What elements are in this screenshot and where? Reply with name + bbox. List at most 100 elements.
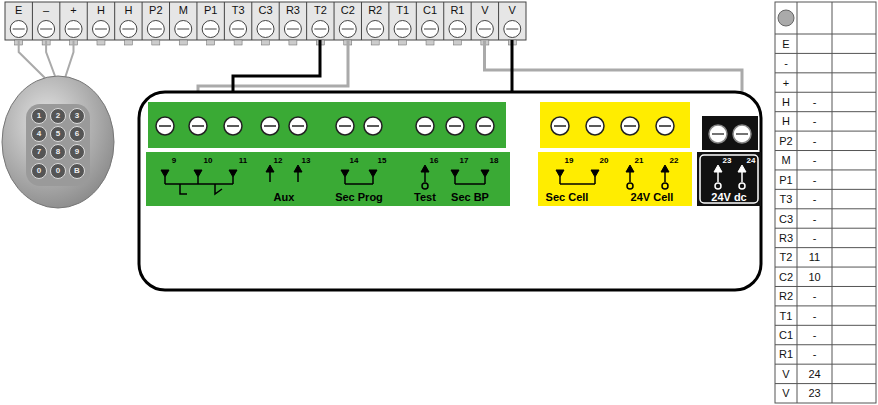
output-stem	[717, 172, 719, 182]
input-stem	[344, 177, 346, 184]
input-stem	[454, 177, 456, 184]
terminal-name: +	[70, 5, 76, 16]
cell-divider	[416, 2, 417, 40]
terminal-number: 17	[460, 157, 469, 165]
board-screw	[586, 117, 604, 135]
screw-slot	[479, 125, 491, 127]
table-cell: R1	[779, 349, 793, 360]
connection-table	[775, 2, 876, 403]
supply-dot	[662, 183, 668, 189]
terminal-number: 10	[204, 157, 213, 165]
function-label: Sec BP	[451, 192, 489, 203]
board-screw	[289, 117, 307, 135]
table-cell: C2	[779, 271, 793, 282]
output-arrow	[626, 165, 634, 172]
terminal-name: C3	[258, 5, 272, 16]
supply-dot	[739, 183, 745, 189]
output-stem	[269, 172, 271, 182]
terminal-screw	[230, 21, 247, 38]
terminal-name: R3	[286, 5, 300, 16]
table-cell: M	[781, 155, 790, 166]
terminal-name: E	[15, 5, 22, 16]
screw-slot	[177, 29, 189, 30]
table-row-line	[775, 247, 876, 248]
key-label: 5	[56, 130, 60, 138]
screw-slot	[287, 29, 299, 30]
board-screw	[364, 117, 382, 135]
table-row-line	[775, 208, 876, 209]
output-stem	[424, 172, 426, 182]
table-row-line	[775, 344, 876, 345]
terminal-strip	[5, 2, 526, 45]
table-cell: 10	[808, 271, 820, 282]
function-label: Sec Prog	[335, 192, 383, 203]
screw-slot	[397, 29, 409, 30]
screw-slot	[554, 125, 566, 127]
table-cell: V	[782, 368, 789, 379]
table-row-line	[775, 189, 876, 190]
terminal-tab	[207, 40, 215, 45]
yellow-label-panel	[538, 152, 692, 206]
terminal-tab	[124, 40, 132, 45]
screw-slot	[122, 29, 134, 30]
table-cell: P2	[779, 135, 792, 146]
table-cell: -	[813, 330, 817, 341]
terminal-tab	[97, 40, 105, 45]
cell-divider	[169, 2, 170, 40]
black-label-panel	[697, 152, 761, 206]
terminal-number: 14	[350, 157, 359, 165]
function-label: Test	[414, 192, 436, 203]
terminal-name: R1	[450, 5, 464, 16]
board-screw	[621, 117, 639, 135]
screw-slot	[367, 125, 379, 127]
table-cell: -	[784, 58, 788, 69]
screw-slot	[95, 29, 107, 30]
terminal-screw	[92, 21, 109, 38]
key-label: 4	[37, 130, 41, 138]
input-arrow	[369, 170, 377, 177]
cell-divider	[306, 2, 307, 40]
key-button	[32, 145, 47, 160]
terminal-name: P1	[204, 5, 217, 16]
green-label-panel	[146, 152, 510, 206]
table-cell: -	[813, 232, 817, 243]
input-arrow	[451, 170, 459, 177]
key-label: 3	[75, 112, 79, 120]
terminal-screw	[65, 21, 82, 38]
function-label: Sec Cell	[546, 192, 589, 203]
key-button	[70, 164, 85, 179]
input-arrow	[194, 170, 202, 177]
key-label: 0	[56, 167, 60, 175]
key-button	[51, 109, 66, 124]
screw-slot	[736, 133, 748, 135]
table-cell: H	[782, 96, 790, 107]
screw-slot	[40, 29, 52, 30]
table-cell: -	[813, 96, 817, 107]
pair-bar	[345, 183, 485, 185]
terminal-number: 18	[490, 157, 499, 165]
terminal-number: 9	[172, 157, 176, 165]
input-arrow	[556, 170, 564, 177]
table-row-line	[775, 111, 876, 112]
terminal-name: C2	[341, 5, 355, 16]
screw-slot	[227, 125, 239, 127]
input-stem	[197, 177, 199, 184]
terminal-screw	[175, 21, 192, 38]
key-label: 9	[75, 148, 79, 156]
output-stem	[297, 172, 299, 182]
screw-slot	[659, 125, 671, 127]
input-arrow	[591, 170, 599, 177]
key-button	[32, 109, 47, 124]
green-terminal-block	[148, 102, 506, 148]
output-arrow	[421, 165, 429, 172]
board-screw	[189, 117, 207, 135]
key-button	[70, 145, 85, 160]
terminal-screw	[504, 21, 521, 38]
terminal-number: 23	[723, 157, 732, 165]
table-cell: V	[782, 388, 789, 399]
supply-dot	[627, 183, 633, 189]
switch-symbol	[165, 184, 233, 194]
yellow-terminal-block	[540, 102, 690, 148]
